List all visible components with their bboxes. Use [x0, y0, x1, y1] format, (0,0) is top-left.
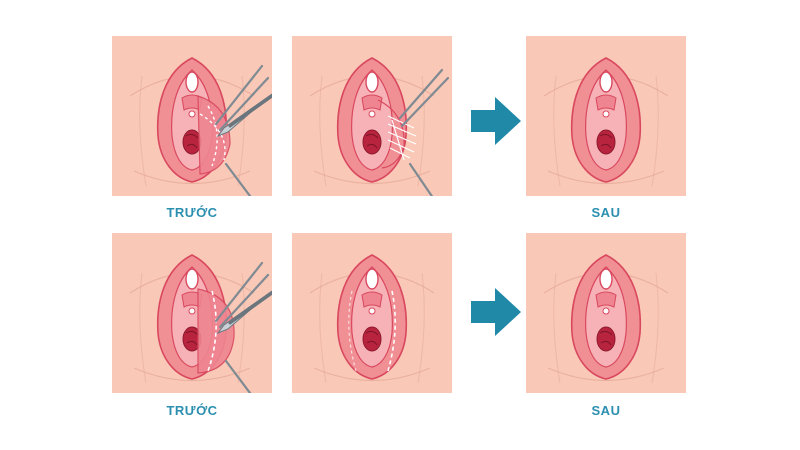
- arrow-right-icon: [471, 288, 521, 336]
- during-illustration-top: [292, 36, 452, 196]
- before-illustration-bottom: [112, 233, 272, 393]
- after-label-bottom: SAU: [591, 403, 621, 418]
- arrow-right-icon: [471, 97, 521, 145]
- after-label-top: SAU: [591, 205, 621, 220]
- during-illustration-bottom: [292, 233, 452, 393]
- after-illustration-bottom: [526, 233, 686, 393]
- before-illustration-top: [112, 36, 272, 196]
- after-illustration-top: [526, 36, 686, 196]
- before-label-top: TRƯỚC: [166, 205, 218, 220]
- before-label-bottom: TRƯỚC: [166, 403, 218, 418]
